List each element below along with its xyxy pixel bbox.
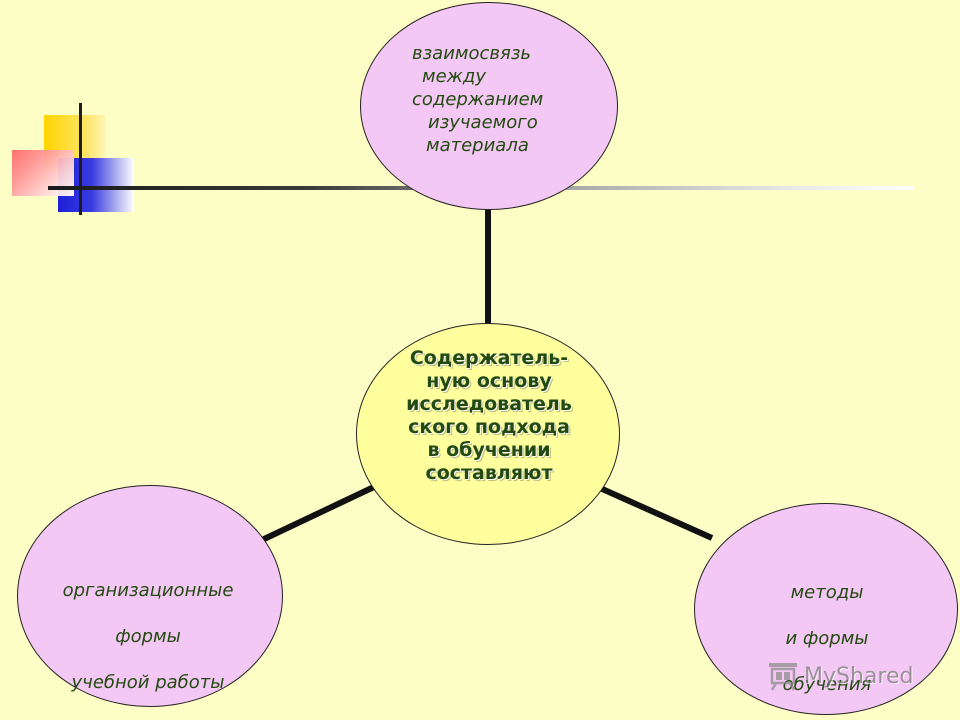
node-right-label: методы и формы обучения — [752, 558, 902, 719]
node-center-line: ского подхода — [396, 416, 582, 439]
connector-right — [600, 488, 712, 538]
node-top-line: взаимосвязь — [408, 42, 578, 65]
node-center-label: Содержатель- ную основу исследователь ск… — [396, 347, 582, 485]
node-left-line: формы — [30, 625, 266, 648]
node-right-line: и формы — [752, 627, 902, 650]
node-top-line: содержанием — [408, 88, 578, 111]
node-center-line: ную основу — [396, 370, 582, 393]
connector-left — [262, 486, 376, 540]
node-center-line: Содержатель- — [396, 347, 582, 370]
watermark: MyShared — [766, 658, 913, 694]
node-right-line: методы — [752, 581, 902, 604]
node-center-line: составляют — [396, 462, 582, 485]
node-left-line: учебной работы — [30, 671, 266, 694]
node-top-label: взаимосвязь между содержанием изучаемого… — [408, 42, 578, 157]
node-center-line: в обучении — [396, 439, 582, 462]
node-top-line: между — [408, 65, 578, 88]
node-left-line: организационные — [30, 579, 266, 602]
node-top-line: материала — [408, 134, 578, 157]
projector-icon — [766, 660, 800, 692]
node-left-label: организационные формы учебной работы — [30, 556, 266, 717]
watermark-text: MyShared — [804, 664, 913, 689]
node-top-line: изучаемого — [408, 111, 578, 134]
node-center-line: исследователь — [396, 393, 582, 416]
